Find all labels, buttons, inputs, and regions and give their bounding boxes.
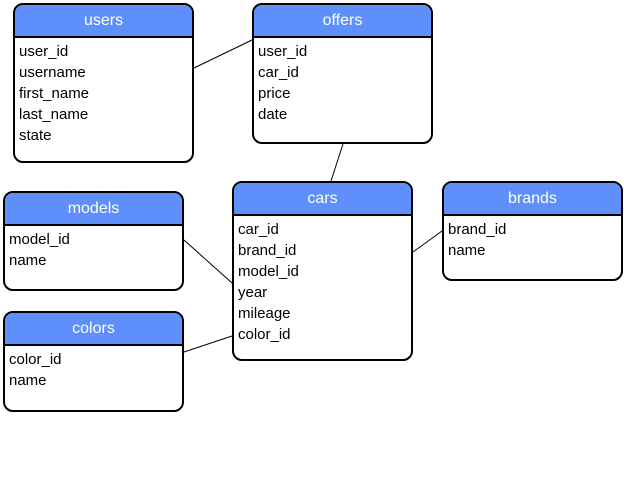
field-offers-date: date [258, 106, 288, 123]
field-users-user-id: user_id [19, 43, 69, 60]
field-offers-price: price [258, 85, 291, 102]
field-cars-mileage: mileage [238, 305, 291, 322]
field-users-state: state [19, 127, 52, 144]
field-colors-name: name [9, 372, 47, 389]
field-offers-user-id: user_id [258, 43, 308, 60]
field-models-model-id: model_id [9, 231, 70, 248]
field-brands-brand-id: brand_id [448, 221, 507, 238]
connector-offers-cars [330, 143, 344, 182]
field-cars-color-id: color_id [238, 326, 291, 343]
entity-title: models [5, 193, 182, 226]
entity-title: brands [444, 183, 621, 216]
connector-models-cars [183, 239, 233, 284]
field-users-username: username [19, 64, 86, 81]
entity-title: users [15, 5, 192, 38]
field-cars-car-id: car_id [238, 221, 279, 238]
connector-colors-cars [183, 335, 233, 353]
field-colors-color-id: color_id [9, 351, 62, 368]
field-cars-brand-id: brand_id [238, 242, 297, 259]
entity-users[interactable]: users user_id username first_name last_name… [13, 3, 194, 163]
field-cars-model-id: model_id [238, 263, 299, 280]
field-offers-car-id: car_id [258, 64, 299, 81]
entity-title: colors [5, 313, 182, 346]
connector-brands-cars [412, 230, 443, 253]
field-users-last-name: last_name [19, 106, 89, 123]
entity-title: offers [254, 5, 431, 38]
field-cars-year: year [238, 284, 268, 301]
field-models-name: name [9, 252, 47, 269]
field-brands-name: name [448, 242, 486, 259]
entity-title: cars [234, 183, 411, 216]
field-users-first-name: first_name [19, 85, 90, 102]
connector-users-offers [193, 39, 253, 69]
